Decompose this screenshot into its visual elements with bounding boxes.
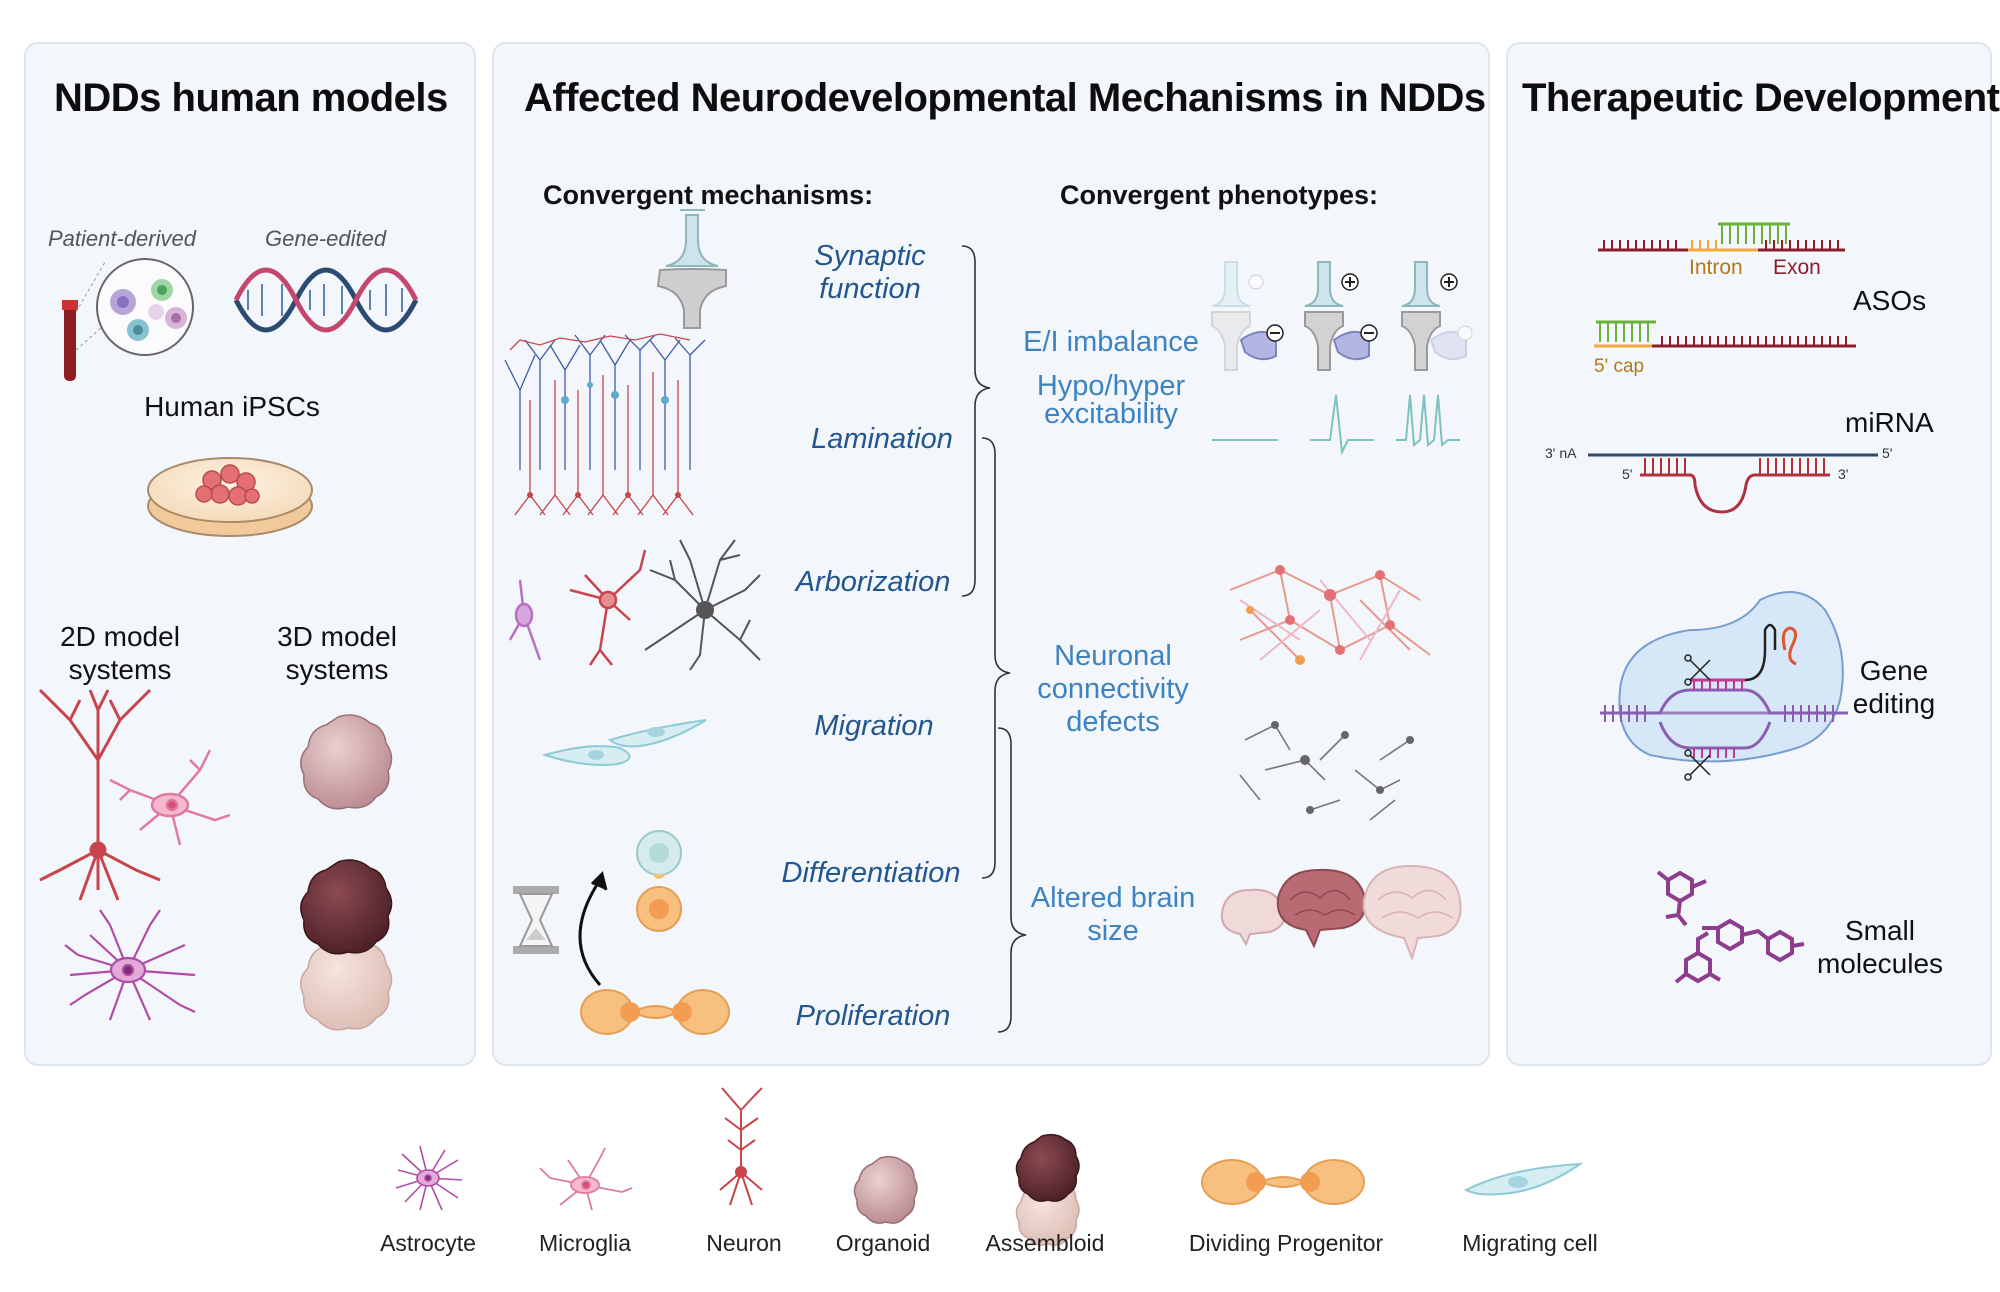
legend-astrocyte: Astrocyte xyxy=(380,1230,476,1256)
legend-dividing-icon xyxy=(1201,1159,1365,1205)
phenotype-brain-size-line2: size xyxy=(1087,915,1139,947)
curved-arrow-icon xyxy=(578,871,608,986)
phenotype-brain-size: Altered brain size xyxy=(1031,882,1195,948)
convergent-phenotypes-heading: Convergent phenotypes: xyxy=(1060,180,1379,210)
cap-label: 5' cap xyxy=(1594,356,1645,377)
asos-label: ASOs xyxy=(1853,285,1927,316)
model-2d-line1: 2D model xyxy=(60,621,180,652)
connectivity-network-icon xyxy=(1229,565,1431,821)
gene-editing-line2: editing xyxy=(1852,688,1936,719)
dna-helix-icon xyxy=(233,267,419,333)
lamination-neurons-icon xyxy=(504,333,706,516)
legend-organoid: Organoid xyxy=(835,1230,931,1256)
mechanism-synaptic-line1: Synaptic xyxy=(814,240,926,272)
hourglass-icon xyxy=(513,886,559,954)
phenotype-connectivity: Neuronal connectivity defects xyxy=(1037,640,1189,739)
therapeutic-panel xyxy=(1506,42,1992,1066)
legend-migrating-icon xyxy=(1463,1162,1584,1196)
2d-astrocyte-icon xyxy=(64,909,196,1021)
legend-neuron: Neuron xyxy=(706,1230,782,1256)
models-panel xyxy=(24,42,476,1066)
excitability-traces-icon xyxy=(1212,394,1460,456)
mechanism-synaptic-line2: function xyxy=(819,273,921,305)
legend-migrating: Migrating cell xyxy=(1462,1230,1598,1256)
phenotype-excitability-line1: Hypo/hyper xyxy=(1036,370,1186,402)
mirna-3na-label: 3' nA xyxy=(1545,445,1577,461)
convergent-mechanisms-heading: Convergent mechanisms: xyxy=(543,180,874,210)
synapse-icon xyxy=(656,209,727,329)
model-3d-line2: systems xyxy=(285,654,389,685)
mirna-5-top-label: 5' xyxy=(1882,445,1893,461)
3d-assembloid-icon xyxy=(300,859,393,1031)
phenotype-excitability-line2: excitability xyxy=(1044,398,1178,430)
mechanism-arborization: Arborization xyxy=(795,566,951,598)
small-molecules-label: Small molecules xyxy=(1817,914,1943,980)
arborization-cells-icon xyxy=(508,539,761,671)
gene-editing-icon xyxy=(1600,591,1848,781)
legend-neuron-icon xyxy=(719,1087,763,1206)
braces xyxy=(961,245,1027,1033)
2d-neuron-icon xyxy=(38,688,161,901)
mirna-icon xyxy=(1588,453,1878,514)
small-molecules-line1: Small xyxy=(1844,915,1915,946)
model-3d-line1: 3D model xyxy=(277,621,397,652)
phenotype-brain-size-line1: Altered brain xyxy=(1030,882,1196,914)
small-molecules-icon xyxy=(1656,870,1805,984)
ipsc-label: Human iPSCs xyxy=(144,391,320,422)
brains-icon xyxy=(1220,864,1462,962)
legend-assembloid-icon xyxy=(1015,1133,1080,1246)
legend-assembloid: Assembloid xyxy=(985,1230,1105,1256)
migrating-cells-icon xyxy=(541,719,707,766)
phenotype-connectivity-line1: Neuronal xyxy=(1054,640,1172,672)
intron-label: Intron xyxy=(1689,256,1743,279)
gene-editing-line1: Gene xyxy=(1859,655,1929,686)
phenotype-ei-imbalance: E/I imbalance xyxy=(1023,326,1199,358)
exon-label: Exon xyxy=(1773,256,1821,279)
patient-cells-icon xyxy=(96,258,194,356)
patient-derived-label: Patient-derived xyxy=(48,226,196,251)
differentiation-icon xyxy=(636,830,682,932)
legend-astrocyte-icon xyxy=(395,1145,463,1211)
legend-dividing: Dividing Progenitor xyxy=(1188,1230,1384,1256)
phenotype-connectivity-line2: connectivity xyxy=(1037,673,1189,705)
legend-organoid-icon xyxy=(853,1155,918,1224)
legend-microglia-icon xyxy=(539,1147,633,1211)
mirna-label: miRNA xyxy=(1845,407,1934,438)
mechanism-proliferation: Proliferation xyxy=(795,1000,951,1032)
gene-edited-label: Gene-edited xyxy=(265,226,387,251)
aso-strand-cap-icon xyxy=(1594,320,1856,348)
phenotype-connectivity-line3: defects xyxy=(1066,706,1160,738)
mechanisms-title: Affected Neurodevelopmental Mechanisms i… xyxy=(524,76,1486,120)
mechanism-differentiation: Differentiation xyxy=(781,857,961,889)
3d-organoid-icon xyxy=(300,714,393,810)
mirna-5-bottom-label: 5' xyxy=(1622,466,1633,482)
mechanism-lamination: Lamination xyxy=(811,423,953,455)
model-2d-line2: systems xyxy=(68,654,172,685)
legend-microglia: Microglia xyxy=(538,1230,632,1256)
model-3d-label: 3D model systems xyxy=(277,620,397,686)
model-2d-label: 2D model systems xyxy=(60,620,180,686)
dividing-progenitor-icon xyxy=(580,988,730,1036)
models-title: NDDs human models xyxy=(54,76,448,120)
mirna-3-bottom-label: 3' xyxy=(1838,466,1849,482)
small-molecules-line2: molecules xyxy=(1816,948,1944,979)
aso-strand-top-icon xyxy=(1598,222,1845,252)
2d-microglia-icon xyxy=(109,749,231,846)
gene-editing-label: Gene editing xyxy=(1853,654,1936,720)
phenotype-excitability: Hypo/hyper excitability xyxy=(1036,370,1186,430)
mechanism-migration: Migration xyxy=(814,710,934,742)
mechanism-synaptic: Synaptic function xyxy=(814,240,925,306)
therapeutic-title: Therapeutic Development xyxy=(1522,76,2000,120)
ei-synapses-icon xyxy=(1211,261,1473,371)
petri-dish-icon xyxy=(147,457,313,537)
